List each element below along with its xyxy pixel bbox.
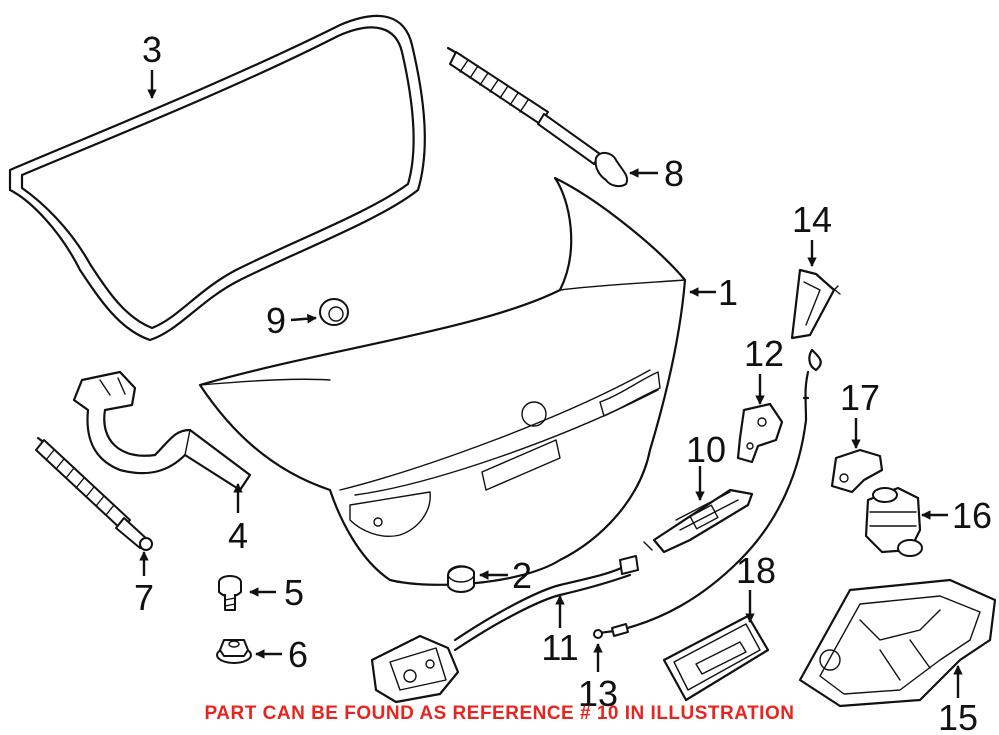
release-cable	[593, 348, 822, 639]
callout-11: 11	[541, 627, 578, 668]
callout-5: 5	[284, 572, 304, 613]
gas-strut-lower	[35, 436, 153, 551]
callout-15: 15	[938, 697, 978, 735]
trunk-lid	[198, 176, 687, 586]
weatherstrip-seal	[8, 14, 426, 342]
callout-arrows	[139, 70, 963, 698]
nut	[216, 639, 252, 664]
reference-note: PART CAN BE FOUND AS REFERENCE # 10 IN I…	[204, 703, 795, 724]
bumper-stop	[447, 565, 475, 593]
latch-bracket	[736, 402, 784, 464]
callout-4: 4	[228, 515, 248, 556]
actuator	[643, 488, 754, 554]
callout-8: 8	[664, 153, 684, 194]
callout-18: 18	[736, 550, 776, 591]
callout-13: 13	[578, 673, 618, 714]
hinge	[72, 370, 252, 492]
latch-cable	[370, 555, 639, 704]
bracket	[790, 268, 841, 340]
bolt	[218, 575, 242, 611]
callout-3: 3	[142, 29, 162, 70]
handle-assembly	[798, 578, 997, 708]
callout-14: 14	[792, 199, 832, 240]
callout-12: 12	[744, 333, 784, 374]
callout-16: 16	[952, 495, 992, 536]
switch-module	[864, 486, 923, 557]
callout-9: 9	[266, 300, 286, 341]
callout-1: 1	[718, 272, 738, 313]
callout-6: 6	[288, 634, 308, 675]
license-plate-bracket	[662, 614, 770, 702]
gas-strut-upper	[446, 46, 628, 188]
callout-17: 17	[840, 377, 880, 418]
callout-10: 10	[686, 429, 726, 470]
clip	[830, 448, 884, 494]
callout-7: 7	[134, 577, 154, 618]
grommet	[319, 298, 349, 326]
callout-2: 2	[512, 555, 532, 596]
